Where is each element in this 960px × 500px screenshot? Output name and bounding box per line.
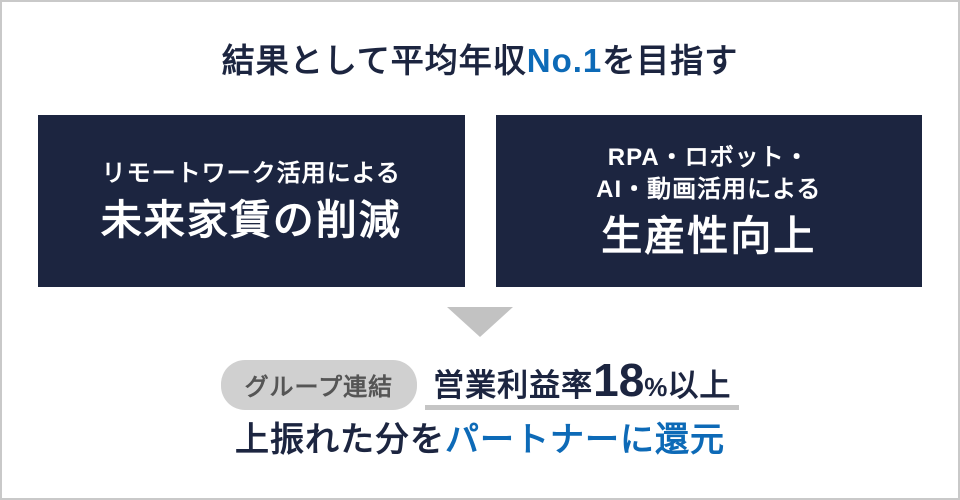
- strategy-box-right-subtitle-line1: RPA・ロボット・: [607, 143, 810, 171]
- strategy-box-remote-work: リモートワーク活用による 未来家賃の削減: [38, 114, 465, 287]
- strategy-box-productivity: RPA・ロボット・ AI・動画活用による 生産性向上: [495, 114, 922, 287]
- metric-value: 18: [593, 353, 645, 406]
- metric-unit: %: [644, 371, 668, 402]
- operating-margin-metric: 営業利益率18%以上: [425, 357, 740, 410]
- title-highlight-no1: No.1: [526, 42, 603, 79]
- result-statement-prefix: 上振れた分を: [235, 420, 445, 459]
- strategy-boxes-row: リモートワーク活用による 未来家賃の削減 RPA・ロボット・ AI・動画活用によ…: [38, 114, 922, 287]
- title-prefix: 結果として平均年収: [221, 42, 527, 79]
- strategy-box-left-subtitle: リモートワーク活用による: [101, 160, 401, 188]
- result-metric-row: グループ連結 営業利益率18%以上: [2, 357, 958, 410]
- strategy-box-left-heading: 未来家賃の削減: [100, 196, 402, 243]
- metric-suffix: 以上: [667, 367, 732, 403]
- page-title: 結果として平均年収No.1を目指す: [2, 40, 958, 83]
- strategy-box-right-subtitle-line2: AI・動画活用による: [596, 176, 822, 204]
- result-statement-highlight: パートナーに還元: [445, 420, 725, 459]
- group-consolidated-badge: グループ連結: [220, 359, 418, 410]
- metric-prefix: 営業利益率: [433, 367, 594, 403]
- result-statement: 上振れた分をパートナーに還元: [2, 420, 958, 461]
- down-triangle-icon: [447, 306, 513, 337]
- title-suffix: を目指す: [602, 42, 739, 79]
- strategy-box-right-heading: 生産性向上: [601, 212, 817, 259]
